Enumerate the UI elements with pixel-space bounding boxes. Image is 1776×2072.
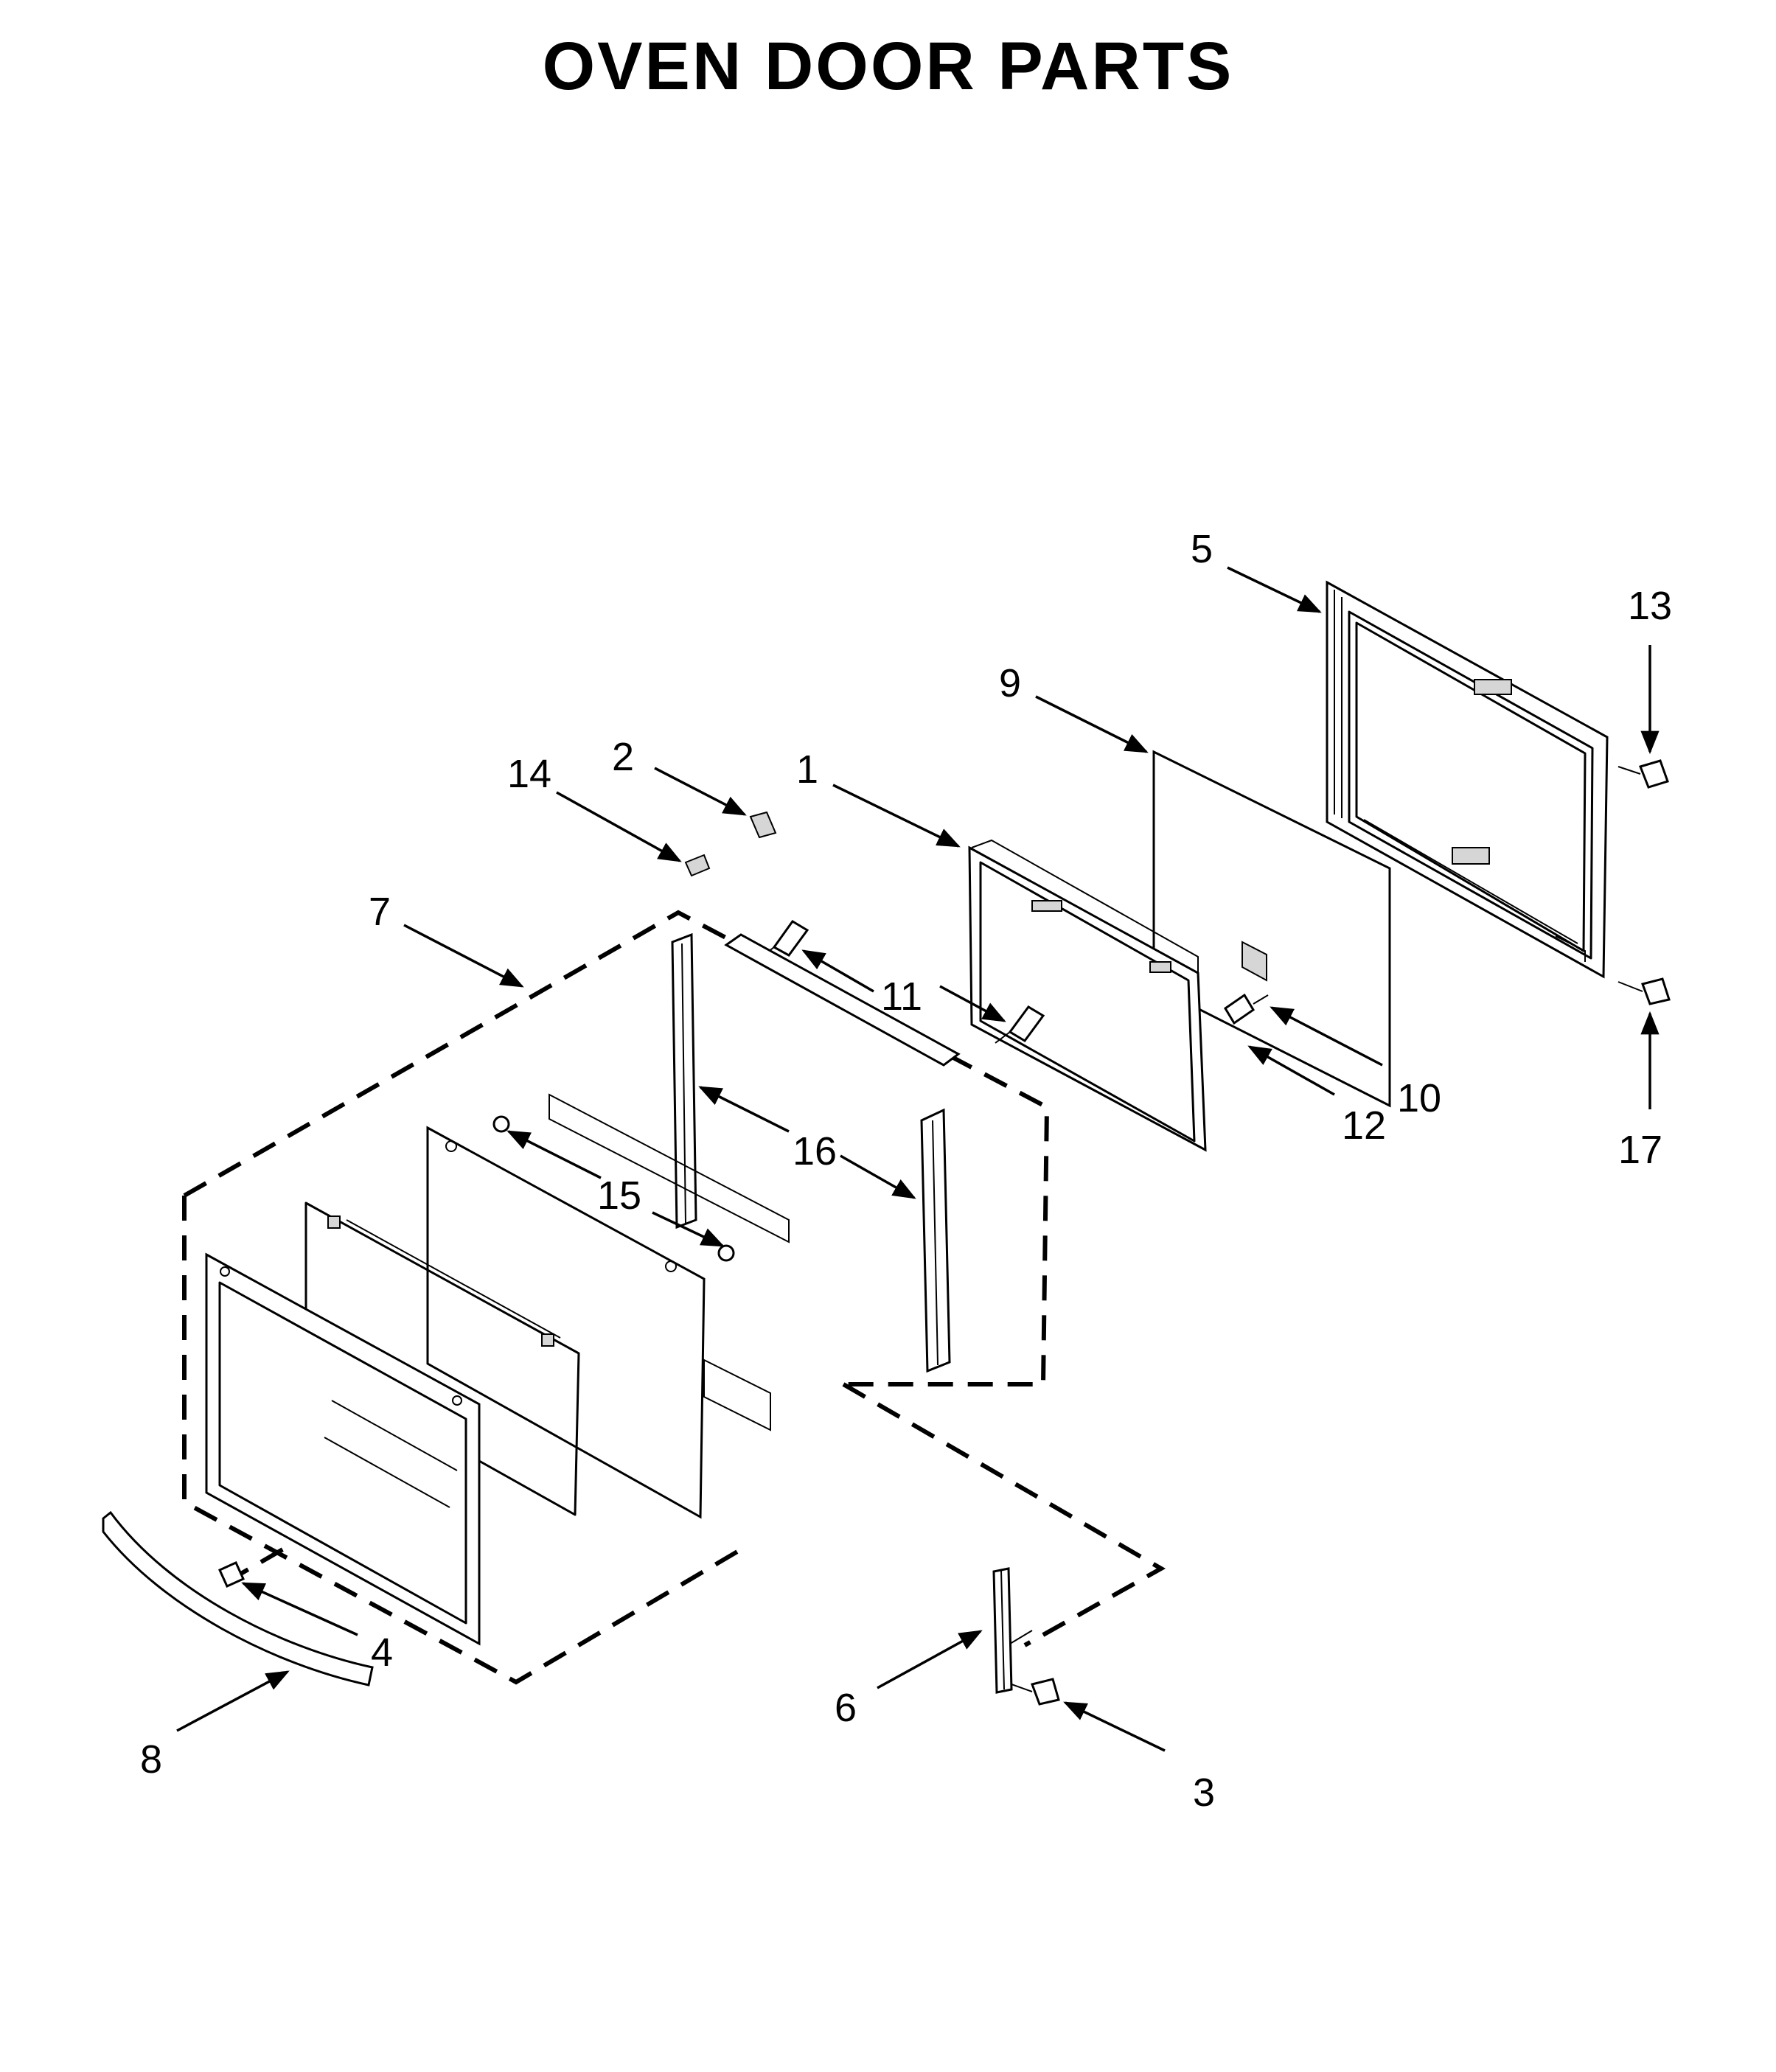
part-16-side-channel-left bbox=[671, 932, 697, 1229]
callout-6: 6 bbox=[835, 1686, 857, 1730]
callout-labels: 5 13 9 2 14 1 7 11 10 12 16 17 15 4 6 8 … bbox=[140, 527, 1672, 1815]
part-1-inner-door-liner bbox=[968, 839, 1207, 1152]
callout-2: 2 bbox=[612, 735, 634, 779]
callout-10: 10 bbox=[1397, 1076, 1441, 1120]
part-9-glass-panel bbox=[1152, 750, 1391, 1108]
fastener-screw-13 bbox=[1617, 759, 1669, 789]
leader-lines bbox=[176, 566, 1660, 1752]
glass-strip-upper bbox=[549, 1093, 790, 1243]
callout-16: 16 bbox=[793, 1129, 837, 1173]
glass-strip-lower bbox=[703, 1358, 771, 1431]
part-6-hinge bbox=[992, 1567, 1033, 1694]
fastener-screw-12 bbox=[1223, 993, 1269, 1025]
fastener-screw-11b bbox=[995, 1005, 1045, 1044]
callout-8: 8 bbox=[140, 1737, 162, 1782]
callout-11: 11 bbox=[881, 974, 922, 1019]
part-8-door-handle bbox=[102, 1510, 374, 1686]
callout-14: 14 bbox=[507, 752, 551, 796]
callout-7: 7 bbox=[369, 890, 391, 934]
part-15-bumper-a bbox=[492, 1115, 510, 1133]
part-10-bracket bbox=[1242, 941, 1267, 982]
callout-9: 9 bbox=[999, 661, 1021, 705]
part-2-clip bbox=[749, 811, 777, 839]
fastener-screw-17 bbox=[1617, 977, 1671, 1005]
part-3-hinge-screw bbox=[1011, 1678, 1060, 1706]
callout-13: 13 bbox=[1628, 584, 1672, 628]
part-4-handle-screw bbox=[218, 1561, 245, 1588]
callout-17: 17 bbox=[1618, 1128, 1662, 1172]
callout-5: 5 bbox=[1191, 527, 1213, 571]
callout-12: 12 bbox=[1342, 1103, 1386, 1148]
part-5-outer-door-frame bbox=[1326, 580, 1609, 979]
callout-3: 3 bbox=[1193, 1771, 1215, 1815]
page-title: OVEN DOOR PARTS bbox=[542, 29, 1234, 104]
callout-15: 15 bbox=[597, 1173, 641, 1218]
callout-1: 1 bbox=[796, 747, 818, 792]
inner-glass-panel bbox=[426, 1126, 706, 1519]
callout-4: 4 bbox=[371, 1630, 393, 1675]
outer-door-glass-frame bbox=[205, 1252, 481, 1646]
part-14-clip bbox=[684, 854, 711, 877]
door-top-channel bbox=[724, 933, 961, 1067]
part-15-bumper-b bbox=[717, 1244, 735, 1262]
part-16-side-channel-right bbox=[920, 1108, 951, 1373]
